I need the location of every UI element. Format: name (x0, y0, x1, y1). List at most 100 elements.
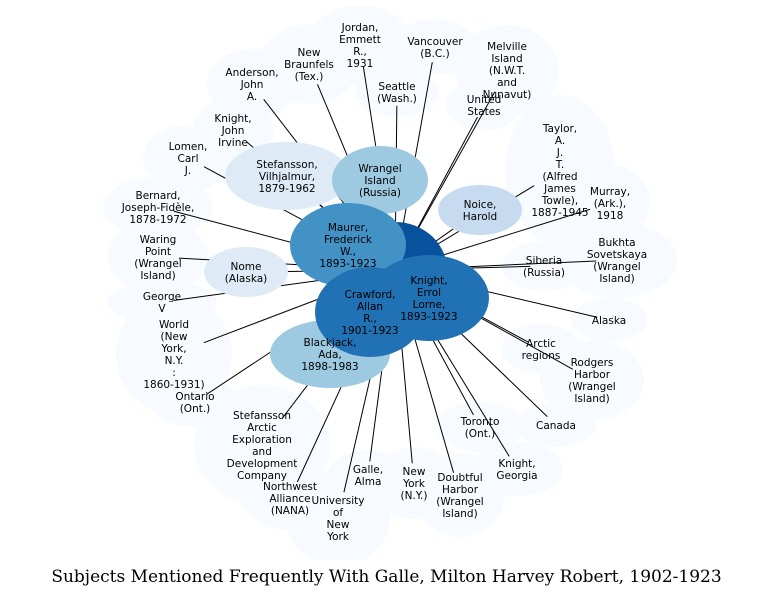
label-line: Lomen, (169, 141, 208, 153)
label-line: States (467, 106, 500, 118)
label-line: Frederick (324, 234, 373, 246)
label-line: 1887-1945 (531, 207, 588, 219)
label-line: (Alfred (542, 171, 577, 183)
label-line: Jordan, (341, 22, 379, 34)
label-line: Vilhjalmur, (259, 171, 315, 183)
label-line: Taylor, (542, 123, 577, 135)
label-line: R., (353, 46, 367, 58)
label-line: Stefansson, (256, 159, 317, 171)
label-line: Anderson, (225, 67, 278, 79)
label-line: regions (522, 350, 561, 362)
label-line: Nunavut) (483, 89, 532, 101)
label-line: Arctic (526, 338, 556, 350)
label-line: John (240, 79, 264, 91)
node-doubtful (415, 453, 505, 537)
label-line: Island) (599, 273, 634, 285)
label-line: (Alaska) (225, 273, 268, 285)
label-line: Alliance (269, 493, 310, 505)
label-line: of (333, 507, 343, 519)
label-line: Toronto (460, 416, 500, 428)
node-united-states (446, 80, 522, 130)
outer-node-layer (103, 5, 677, 560)
label-line: (Ont.) (465, 428, 496, 440)
label-line: Wrangel (358, 163, 401, 175)
node-canada (516, 403, 596, 447)
label-line: United (467, 94, 502, 106)
label-line: Point (145, 246, 171, 258)
label-line: A. (555, 135, 565, 147)
label-line: Alaska (592, 315, 626, 327)
node-label-toronto: Toronto(Ont.) (460, 416, 500, 440)
label-line: R., (363, 313, 377, 325)
label-line: Island) (574, 393, 609, 405)
label-line: Harbor (442, 484, 479, 496)
label-line: Vancouver (407, 36, 463, 48)
node-label-vancouver: Vancouver(B.C.) (407, 36, 463, 60)
label-line: J. (184, 165, 191, 177)
node-label-siberia: Siberia(Russia) (523, 255, 565, 279)
label-line: (New (161, 331, 188, 343)
label-line: Bernard, (135, 190, 180, 202)
label-line: Melville (487, 41, 527, 53)
node-siberia (502, 241, 586, 291)
label-line: and (497, 77, 517, 89)
label-line: Georgia (496, 470, 537, 482)
label-line: (Tex.) (295, 71, 324, 83)
label-line: Harbor (574, 369, 611, 381)
node-label-seattle: Seattle(Wash.) (377, 81, 417, 105)
node-bukhta (557, 222, 677, 298)
label-line: (Russia) (523, 267, 565, 279)
label-line: (NANA) (271, 505, 309, 517)
label-line: (Wrangel (436, 496, 483, 508)
label-line: (Ark.), (594, 198, 626, 210)
label-line: (Wrangel (134, 258, 181, 270)
label-line: World (159, 319, 189, 331)
label-line: 1901-1923 (341, 325, 398, 337)
label-line: Nome (231, 261, 262, 273)
label-line: Arctic (247, 422, 277, 434)
label-line: N.Y. (165, 355, 184, 367)
label-line: Northwest (263, 481, 317, 493)
label-line: (B.C.) (420, 48, 449, 60)
label-line: (Wrangel (593, 261, 640, 273)
label-line: Allan (357, 301, 383, 313)
label-line: New (327, 519, 350, 531)
label-line: V (158, 303, 166, 315)
label-line: Ontario (175, 391, 214, 403)
label-line: 1893-1923 (319, 258, 376, 270)
label-line: Knight, (498, 458, 535, 470)
node-noice (438, 185, 522, 235)
label-line: Braunfels (284, 59, 334, 71)
node-label-knight-georgia: Knight,Georgia (496, 458, 537, 482)
label-line: Bukhta (598, 237, 635, 249)
label-line: York, (160, 343, 186, 355)
node-label-stefansson-v: Stefansson,Vilhjalmur,1879-1962 (256, 159, 317, 195)
node-toronto (436, 402, 524, 452)
node-label-noice: Noice,Harold (463, 199, 497, 223)
label-line: Harold (463, 211, 497, 223)
label-line: Lorne, (413, 299, 446, 311)
label-line: A. (247, 91, 257, 103)
label-line: Island (364, 175, 395, 187)
label-line: 1860-1931) (143, 379, 204, 391)
label-line: Island (491, 53, 522, 65)
label-line: Knight, (214, 113, 251, 125)
node-vancouver (393, 19, 477, 75)
label-line: 1879-1962 (258, 183, 315, 195)
